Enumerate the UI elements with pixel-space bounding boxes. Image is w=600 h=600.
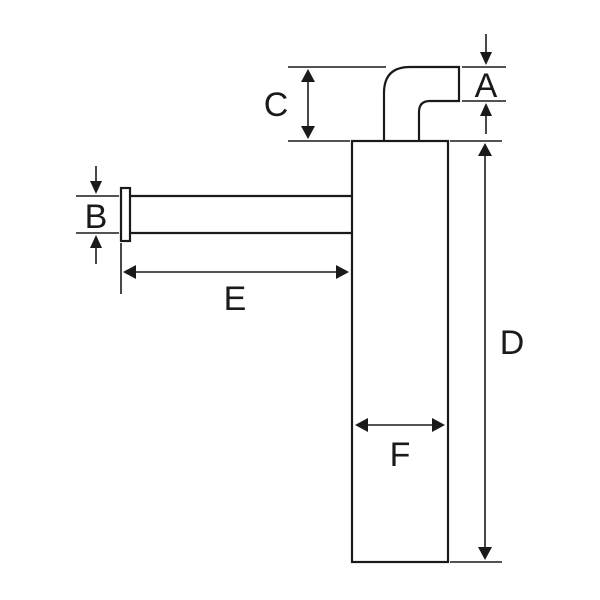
inlet-flange (119, 186, 132, 243)
label-f: F (390, 436, 411, 474)
dimension-c: C (264, 66, 386, 142)
dimension-f: F (355, 418, 445, 474)
label-d: D (500, 324, 525, 362)
dimension-b: B (76, 166, 119, 264)
outlet-elbow-pipe (382, 65, 461, 141)
label-b: B (85, 198, 108, 236)
label-c: C (264, 86, 289, 124)
dimension-a: A (462, 34, 506, 134)
label-e: E (224, 280, 247, 318)
silencer-body (350, 139, 450, 564)
dimension-e: E (120, 243, 349, 318)
dimension-d: D (450, 140, 525, 563)
label-a: A (475, 67, 498, 105)
inlet-pipe (130, 194, 352, 235)
